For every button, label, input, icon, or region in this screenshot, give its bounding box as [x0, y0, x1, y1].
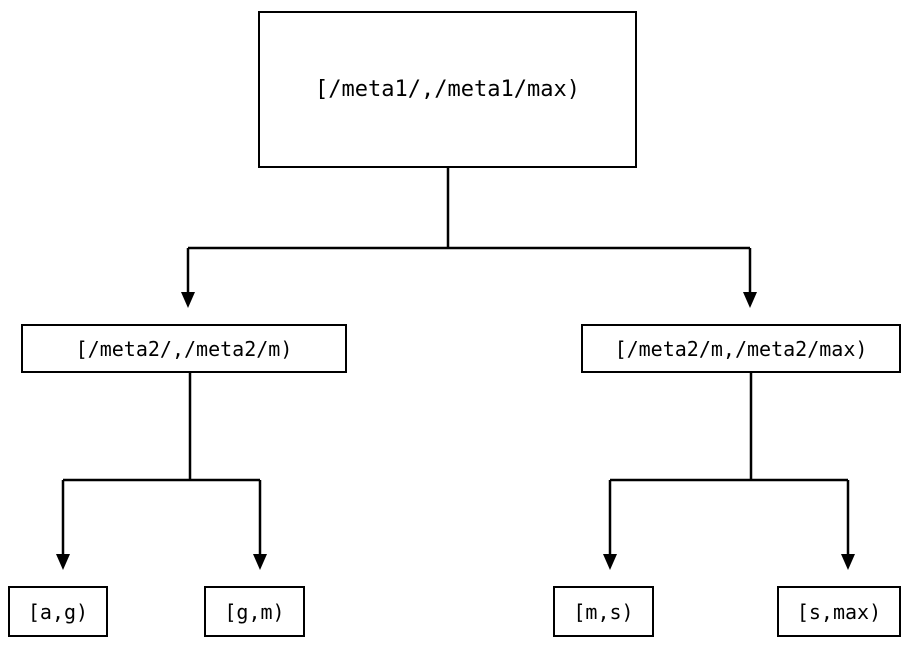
arrowhead-down-icon: [253, 554, 267, 570]
node-leaf-g-m[interactable]: [g,m): [204, 586, 305, 637]
arrowhead-down-icon: [841, 554, 855, 570]
edge-midright-to-leaves: [603, 373, 855, 570]
node-mid-left[interactable]: [/meta2/,/meta2/m): [21, 324, 347, 373]
edge-root-to-level2: [181, 168, 757, 308]
arrowhead-down-icon: [56, 554, 70, 570]
node-leaf-a-g[interactable]: [a,g): [8, 586, 108, 637]
node-leaf-a-g-label: [a,g): [27, 599, 89, 624]
node-mid-right[interactable]: [/meta2/m,/meta2/max): [581, 324, 901, 373]
node-leaf-m-s-label: [m,s): [573, 599, 634, 624]
arrowhead-down-icon: [181, 292, 195, 308]
node-leaf-g-m-label: [g,m): [224, 599, 285, 624]
node-mid-left-label: [/meta2/,/meta2/m): [75, 336, 293, 361]
node-root-label: [/meta1/,/meta1/max): [315, 76, 580, 102]
node-leaf-s-max-label: [s,max): [796, 599, 882, 624]
edge-midleft-to-leaves: [56, 373, 267, 570]
node-root[interactable]: [/meta1/,/meta1/max): [258, 11, 637, 168]
node-mid-right-label: [/meta2/m,/meta2/max): [614, 336, 868, 361]
node-leaf-m-s[interactable]: [m,s): [553, 586, 654, 637]
arrowhead-down-icon: [603, 554, 617, 570]
arrowhead-down-icon: [743, 292, 757, 308]
node-leaf-s-max[interactable]: [s,max): [777, 586, 901, 637]
